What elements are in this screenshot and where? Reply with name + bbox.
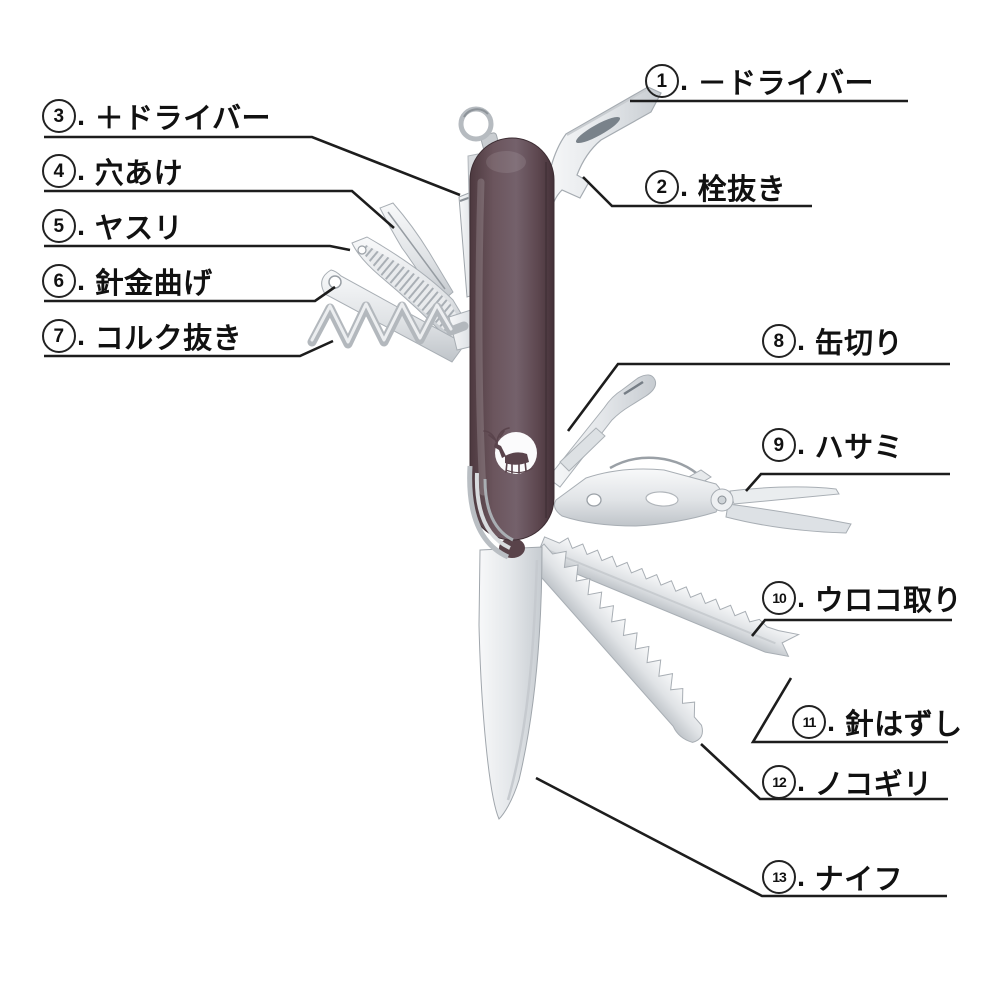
leader-10 — [750, 618, 952, 637]
label-scissors: 9.ハサミ — [762, 424, 903, 466]
label-text: コルク抜き — [94, 323, 243, 355]
label-number: 1 — [645, 64, 679, 98]
label-phillips-driver: 3.＋ドライバー — [42, 95, 271, 137]
leader-11 — [750, 677, 948, 744]
label-number: 9 — [762, 428, 796, 462]
label-number: 13 — [762, 860, 796, 894]
label-text: ナイフ — [814, 864, 904, 896]
label-text: ヤスリ — [94, 213, 184, 245]
label-number: 7 — [42, 319, 76, 353]
label-number: 8 — [762, 324, 796, 358]
label-number: 12 — [762, 765, 796, 799]
label-number: 2 — [645, 170, 679, 204]
label-hook-remover: 11.針はずし — [792, 701, 963, 743]
leader-9 — [745, 472, 950, 492]
fish-scaler-tool — [535, 536, 801, 657]
label-file: 5.ヤスリ — [42, 205, 183, 247]
leader-13 — [535, 776, 947, 898]
label-text: 缶切り — [814, 328, 904, 360]
label-corkscrew: 7.コルク抜き — [42, 315, 242, 357]
label-number: 6 — [42, 264, 76, 298]
label-flat-driver: 1.－ドライバー — [645, 60, 874, 102]
leader-5 — [44, 244, 351, 252]
liner-springs — [467, 465, 514, 560]
leader-7 — [44, 339, 334, 358]
label-number: 3 — [42, 99, 76, 133]
label-text: 針金曲げ — [94, 268, 213, 300]
knife-blade-tool — [478, 546, 543, 820]
leader-12 — [700, 743, 948, 801]
label-number: 11 — [792, 705, 826, 739]
label-text: ハサミ — [814, 432, 904, 464]
flat-driver-bottle-opener-tool — [544, 86, 662, 215]
label-text: 栓抜き — [697, 174, 787, 206]
label-number: 10 — [762, 581, 796, 615]
scissors-tool — [554, 456, 852, 534]
label-text: ウロコ取り — [814, 585, 963, 617]
label-knife: 13.ナイフ — [762, 856, 903, 898]
label-text: －ドライバー — [697, 68, 874, 100]
can-opener-tool — [547, 374, 657, 488]
label-can-opener: 8.缶切り — [762, 320, 903, 362]
label-text: ＋ドライバー — [94, 103, 271, 135]
saw-tool — [525, 543, 703, 743]
leader-lines — [44, 99, 952, 898]
leader-4 — [44, 189, 395, 229]
leader-2 — [582, 176, 812, 208]
label-text: ノコギリ — [814, 769, 933, 801]
leader-6 — [44, 285, 336, 303]
label-awl: 4.穴あけ — [42, 150, 183, 192]
stag-logo-icon — [483, 427, 537, 474]
label-wire-bender: 6.針金曲げ — [42, 260, 213, 302]
label-number: 5 — [42, 209, 76, 243]
leader-3 — [44, 135, 461, 197]
label-fish-scaler: 10.ウロコ取り — [762, 577, 962, 619]
handle-scale — [469, 137, 555, 541]
label-number: 4 — [42, 154, 76, 188]
label-text: 穴あけ — [94, 158, 184, 190]
label-bottle-opener: 2.栓抜き — [645, 166, 786, 208]
leader-8 — [566, 362, 950, 432]
label-saw: 12.ノコギリ — [762, 761, 933, 803]
label-text: 針はずし — [844, 709, 963, 741]
